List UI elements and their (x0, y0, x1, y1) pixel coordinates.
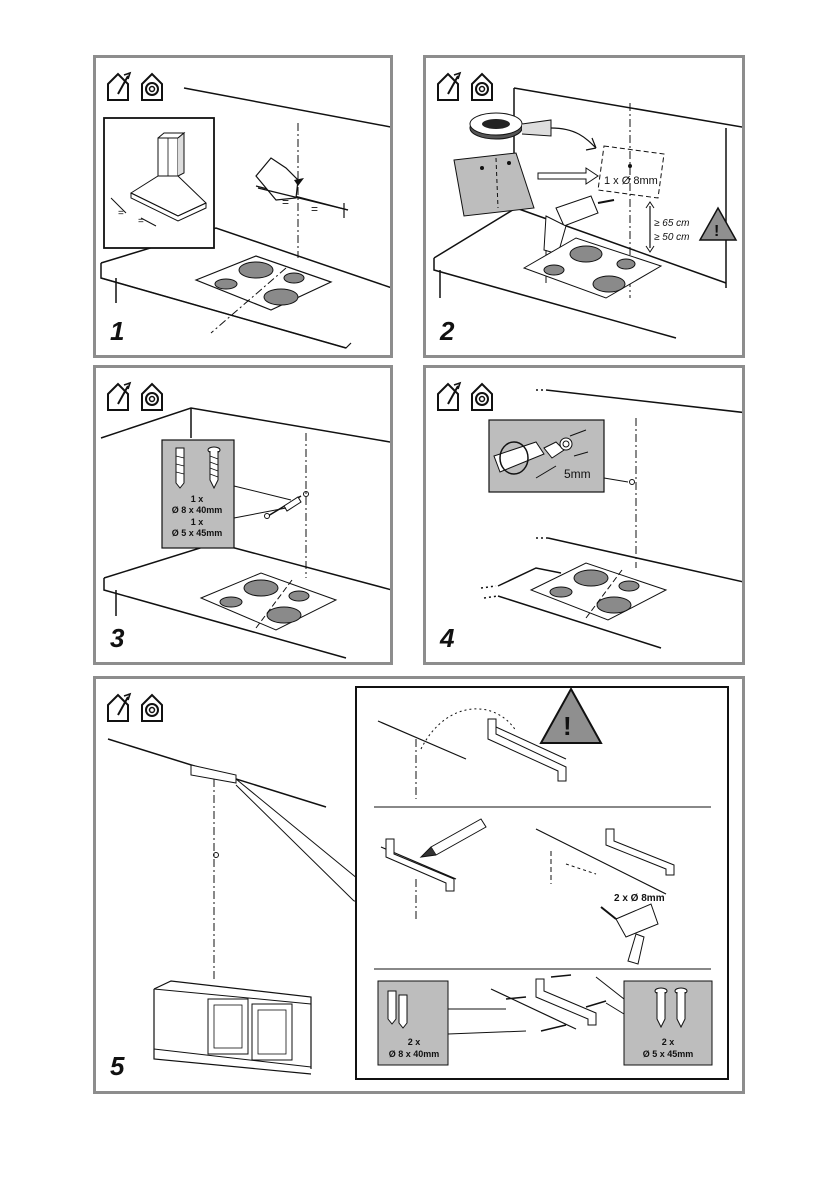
screw-qty: 1 x (191, 517, 204, 527)
wall-plug-icon (175, 447, 185, 489)
hob (199, 572, 338, 631)
wall-plug-icon (387, 990, 408, 1029)
install-recirculation-icon (141, 693, 163, 722)
warning-triangle-icon: ! (698, 206, 738, 241)
step-2-illustration: 1 x Ø 8mm ≥ 65 cm ≥ 50 cm ! (433, 71, 742, 339)
plugs-callout: 2 x Ø 8 x 40mm (377, 980, 449, 1066)
install-recirculation-icon (471, 382, 493, 411)
step-4-illustration: 5mm (437, 381, 742, 649)
plug-qty: 2 x (408, 1037, 421, 1047)
plug-size: Ø 8 x 40mm (389, 1049, 440, 1059)
wall-cabinets (153, 980, 312, 1075)
install-recirculation-icon (141, 382, 163, 411)
hole-label: 1 x Ø 8mm (604, 175, 658, 187)
install-outside-icon (437, 71, 462, 101)
hood-inset: = = (103, 117, 215, 249)
step-number: 5 (110, 1051, 125, 1081)
hob (194, 255, 333, 311)
drill-holes-label: 2 x Ø 8mm (614, 893, 665, 904)
svg-text:=: = (311, 202, 318, 216)
step-2-panel: 1 x Ø 8mm ≥ 65 cm ≥ 50 cm ! 2 (423, 55, 745, 358)
step-number: 1 (110, 316, 125, 346)
drill-icon (600, 903, 659, 965)
step-5-panel: ! 2 x Ø 8mm (93, 676, 745, 1094)
svg-text:!: ! (714, 223, 719, 240)
step-number: 2 (440, 316, 455, 346)
tape-roll (469, 112, 552, 140)
screw-icon (654, 987, 688, 1029)
fixings-callout: 1 x Ø 8 x 40mm 1 x Ø 5 x 45mm (161, 439, 235, 549)
svg-text:!: ! (563, 711, 572, 741)
screws-callout: 2 x Ø 5 x 45mm (623, 980, 713, 1066)
svg-text:=: = (282, 195, 289, 209)
screw-size: Ø 5 x 45mm (172, 528, 223, 538)
screw-icon (207, 446, 221, 490)
install-outside-icon (107, 692, 132, 722)
install-recirculation-icon (471, 72, 493, 101)
warning-triangle-icon: ! (539, 686, 603, 744)
step-number: 4 (440, 623, 455, 653)
distance-bottom-label: ≥ 50 cm (654, 232, 690, 243)
screw-depth-callout: 5mm (488, 419, 629, 493)
step-3-illustration: 1 x Ø 8 x 40mm 1 x Ø 5 x 45mm (100, 381, 390, 659)
gap-label: 5mm (564, 467, 591, 481)
distance-top-label: ≥ 65 cm (654, 218, 690, 229)
install-outside-icon (107, 381, 132, 411)
step-1-panel: = = = = 1 (93, 55, 393, 358)
screw-size: Ø 5 x 45mm (643, 1049, 694, 1059)
install-outside-icon (437, 381, 462, 411)
install-outside-icon (107, 71, 132, 101)
step-5-illustration: ! 2 x Ø 8mm (107, 686, 729, 1080)
step-number: 3 (110, 623, 125, 653)
hob (522, 237, 663, 299)
step-4-panel: 5mm 4 (423, 365, 745, 665)
install-recirculation-icon (141, 72, 163, 101)
bracket-detail-box: ! 2 x Ø 8mm (355, 686, 729, 1080)
step-1-illustration: = = = = (100, 71, 390, 349)
screw-qty: 2 x (662, 1037, 675, 1047)
plug-qty: 1 x (191, 494, 204, 504)
hob (529, 562, 668, 621)
svg-text:=: = (118, 208, 124, 219)
svg-text:=: = (138, 216, 144, 227)
plug-size: Ø 8 x 40mm (172, 505, 223, 515)
step-3-panel: 1 x Ø 8 x 40mm 1 x Ø 5 x 45mm 3 (93, 365, 393, 665)
pencil-icon (419, 818, 487, 858)
drill-icon (543, 195, 615, 283)
